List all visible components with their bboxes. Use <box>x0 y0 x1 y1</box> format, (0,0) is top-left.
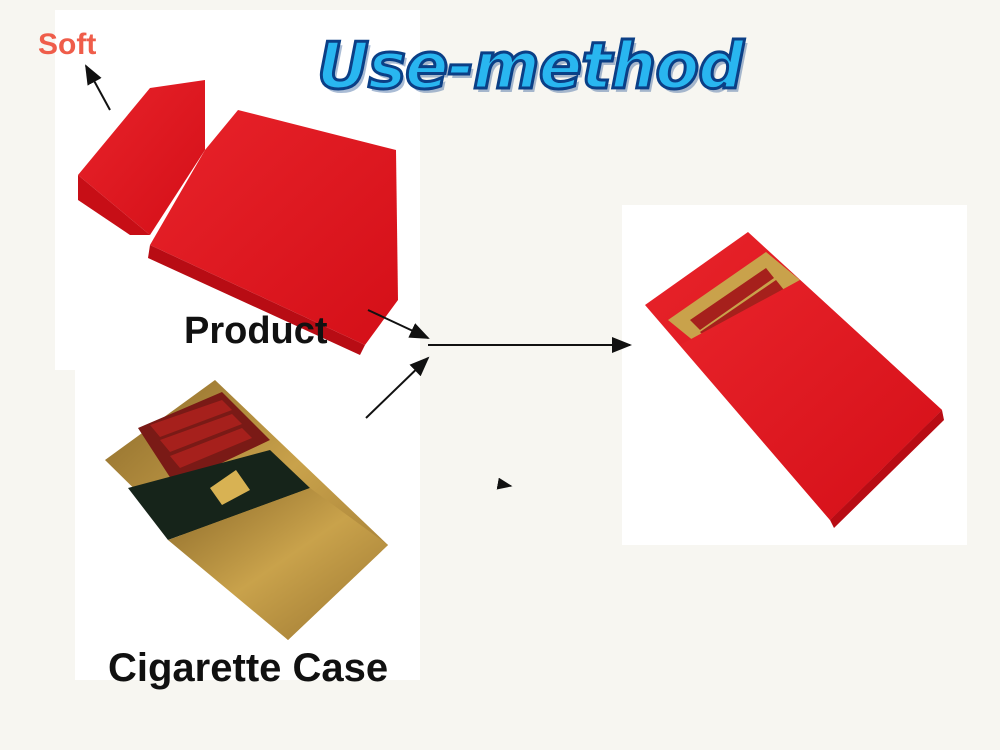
product-label: Product <box>184 310 328 352</box>
soft-pointer-arrow <box>85 64 111 111</box>
cigarette-case-pack <box>105 380 388 640</box>
arrow-from-product <box>367 309 430 339</box>
arrow-from-case <box>365 356 430 419</box>
page-title: Use-method <box>315 29 745 106</box>
cigarette-case-label: Cigarette Case <box>108 646 389 690</box>
soft-label: Soft <box>38 28 97 61</box>
stray-arrow-mark <box>496 477 513 490</box>
assembled-case-result <box>645 232 944 528</box>
silicone-case-product <box>78 80 398 355</box>
